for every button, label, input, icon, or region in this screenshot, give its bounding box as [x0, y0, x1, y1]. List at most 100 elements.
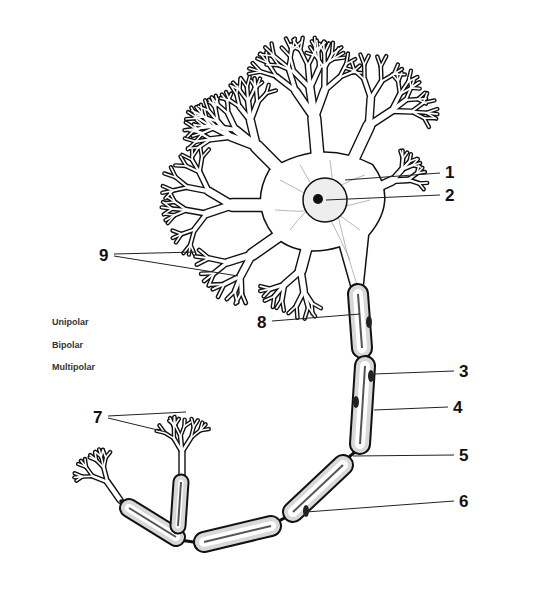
dendrite: [180, 436, 182, 452]
dendrite: [174, 417, 176, 426]
dendrite: [339, 72, 352, 77]
dendrite-outline: [285, 270, 301, 284]
dendrite: [314, 45, 316, 56]
dendrite: [195, 214, 207, 230]
dendrite: [200, 157, 202, 172]
dendrite: [308, 307, 315, 316]
callout-number: 7: [93, 409, 102, 426]
dendrite: [290, 56, 294, 71]
dendrite: [228, 114, 236, 130]
dendrite: [310, 68, 319, 89]
dendrite: [392, 178, 408, 183]
dendrite: [319, 44, 324, 54]
dendrite: [211, 283, 225, 285]
dendrite: [272, 43, 274, 56]
dendrite: [202, 149, 209, 157]
myelin-sheath-highlight: [129, 508, 176, 537]
dendrite: [164, 209, 172, 215]
dendrite: [239, 79, 241, 90]
dendrite: [371, 82, 382, 99]
dendrite: [227, 291, 235, 299]
myelin-sheath-highlight: [204, 526, 271, 542]
dendrite: [377, 57, 381, 67]
dendrite-outline: [107, 482, 120, 500]
dendrite: [380, 67, 383, 82]
dendrite: [332, 47, 342, 54]
dendrite: [277, 299, 282, 308]
dendrite-outline: [377, 57, 381, 67]
dendrite: [162, 191, 173, 193]
dendrite: [200, 146, 202, 157]
leader-line: [108, 412, 186, 416]
leader-line: [353, 455, 454, 456]
dendrite-outline: [324, 43, 329, 53]
dendrite-outline: [352, 126, 369, 162]
dendrite: [200, 429, 209, 430]
dendrite-outline: [178, 452, 185, 474]
myelin-sheath-outline: [360, 366, 365, 444]
dendrite: [251, 121, 257, 147]
dendrite: [173, 234, 182, 238]
axon: [120, 290, 365, 543]
dendrite-outline: [249, 72, 261, 74]
leader-line: [306, 501, 454, 512]
myelin-sheath: [178, 482, 181, 526]
dendrite-outline: [314, 118, 318, 160]
axon-branch: [178, 474, 182, 538]
dendrite: [180, 452, 185, 474]
dendrite: [207, 118, 217, 127]
dendrite: [205, 100, 208, 110]
detail-layer: [120, 290, 374, 543]
myelin-sheath: [293, 465, 343, 512]
dendrite: [398, 73, 402, 82]
dendrite-outline: [75, 473, 83, 476]
dendrite-outline: [297, 291, 304, 306]
dendrite: [403, 153, 407, 159]
dendrite-outline: [180, 436, 182, 452]
dendrite: [232, 199, 268, 211]
dendrite-outline: [251, 103, 258, 121]
myelin-sheath-highlight: [358, 294, 362, 348]
dendrite: [285, 270, 301, 284]
dendrite: [324, 43, 329, 53]
dendrite: [184, 422, 190, 426]
dendrite-outline: [200, 146, 202, 157]
myelin-sheath-highlight: [293, 465, 343, 512]
fill-layer: [74, 38, 437, 500]
leader-line: [374, 371, 454, 374]
dendrite-outline: [360, 55, 364, 65]
axon-core: [358, 294, 362, 348]
nucleolus: [313, 194, 323, 204]
leader-line: [374, 407, 448, 410]
schwann-nucleus: [366, 316, 372, 328]
myelin-sheath: [129, 508, 176, 537]
dendrite-outline: [310, 68, 319, 89]
dendrite: [400, 151, 403, 159]
dendrite-outline: [195, 214, 207, 230]
dendrite-outline: [257, 93, 266, 103]
dendrite: [360, 55, 364, 65]
dendrite: [103, 451, 106, 458]
callout-number: 2: [445, 187, 454, 204]
dendrite: [266, 52, 268, 63]
dendrite: [266, 90, 276, 93]
dendrite: [204, 109, 206, 118]
myelin-sheath-outline: [129, 508, 176, 537]
myelin-sheath: [358, 294, 362, 348]
myelin-sheath-highlight: [178, 482, 181, 526]
dendrite: [175, 165, 186, 167]
dendrite: [412, 103, 424, 112]
callout-number: 3: [459, 363, 468, 380]
dendrite: [194, 420, 198, 427]
dendrite-outline: [194, 420, 198, 427]
dendrite-outline: [209, 258, 227, 262]
dendrite: [197, 258, 209, 264]
dendrite: [352, 126, 369, 162]
dendrite: [409, 78, 411, 88]
neurofibril: [330, 160, 357, 285]
dendrite-outline: [314, 91, 324, 119]
dendrite: [293, 40, 300, 50]
dendrite: [107, 482, 120, 500]
dendrite: [192, 160, 199, 172]
